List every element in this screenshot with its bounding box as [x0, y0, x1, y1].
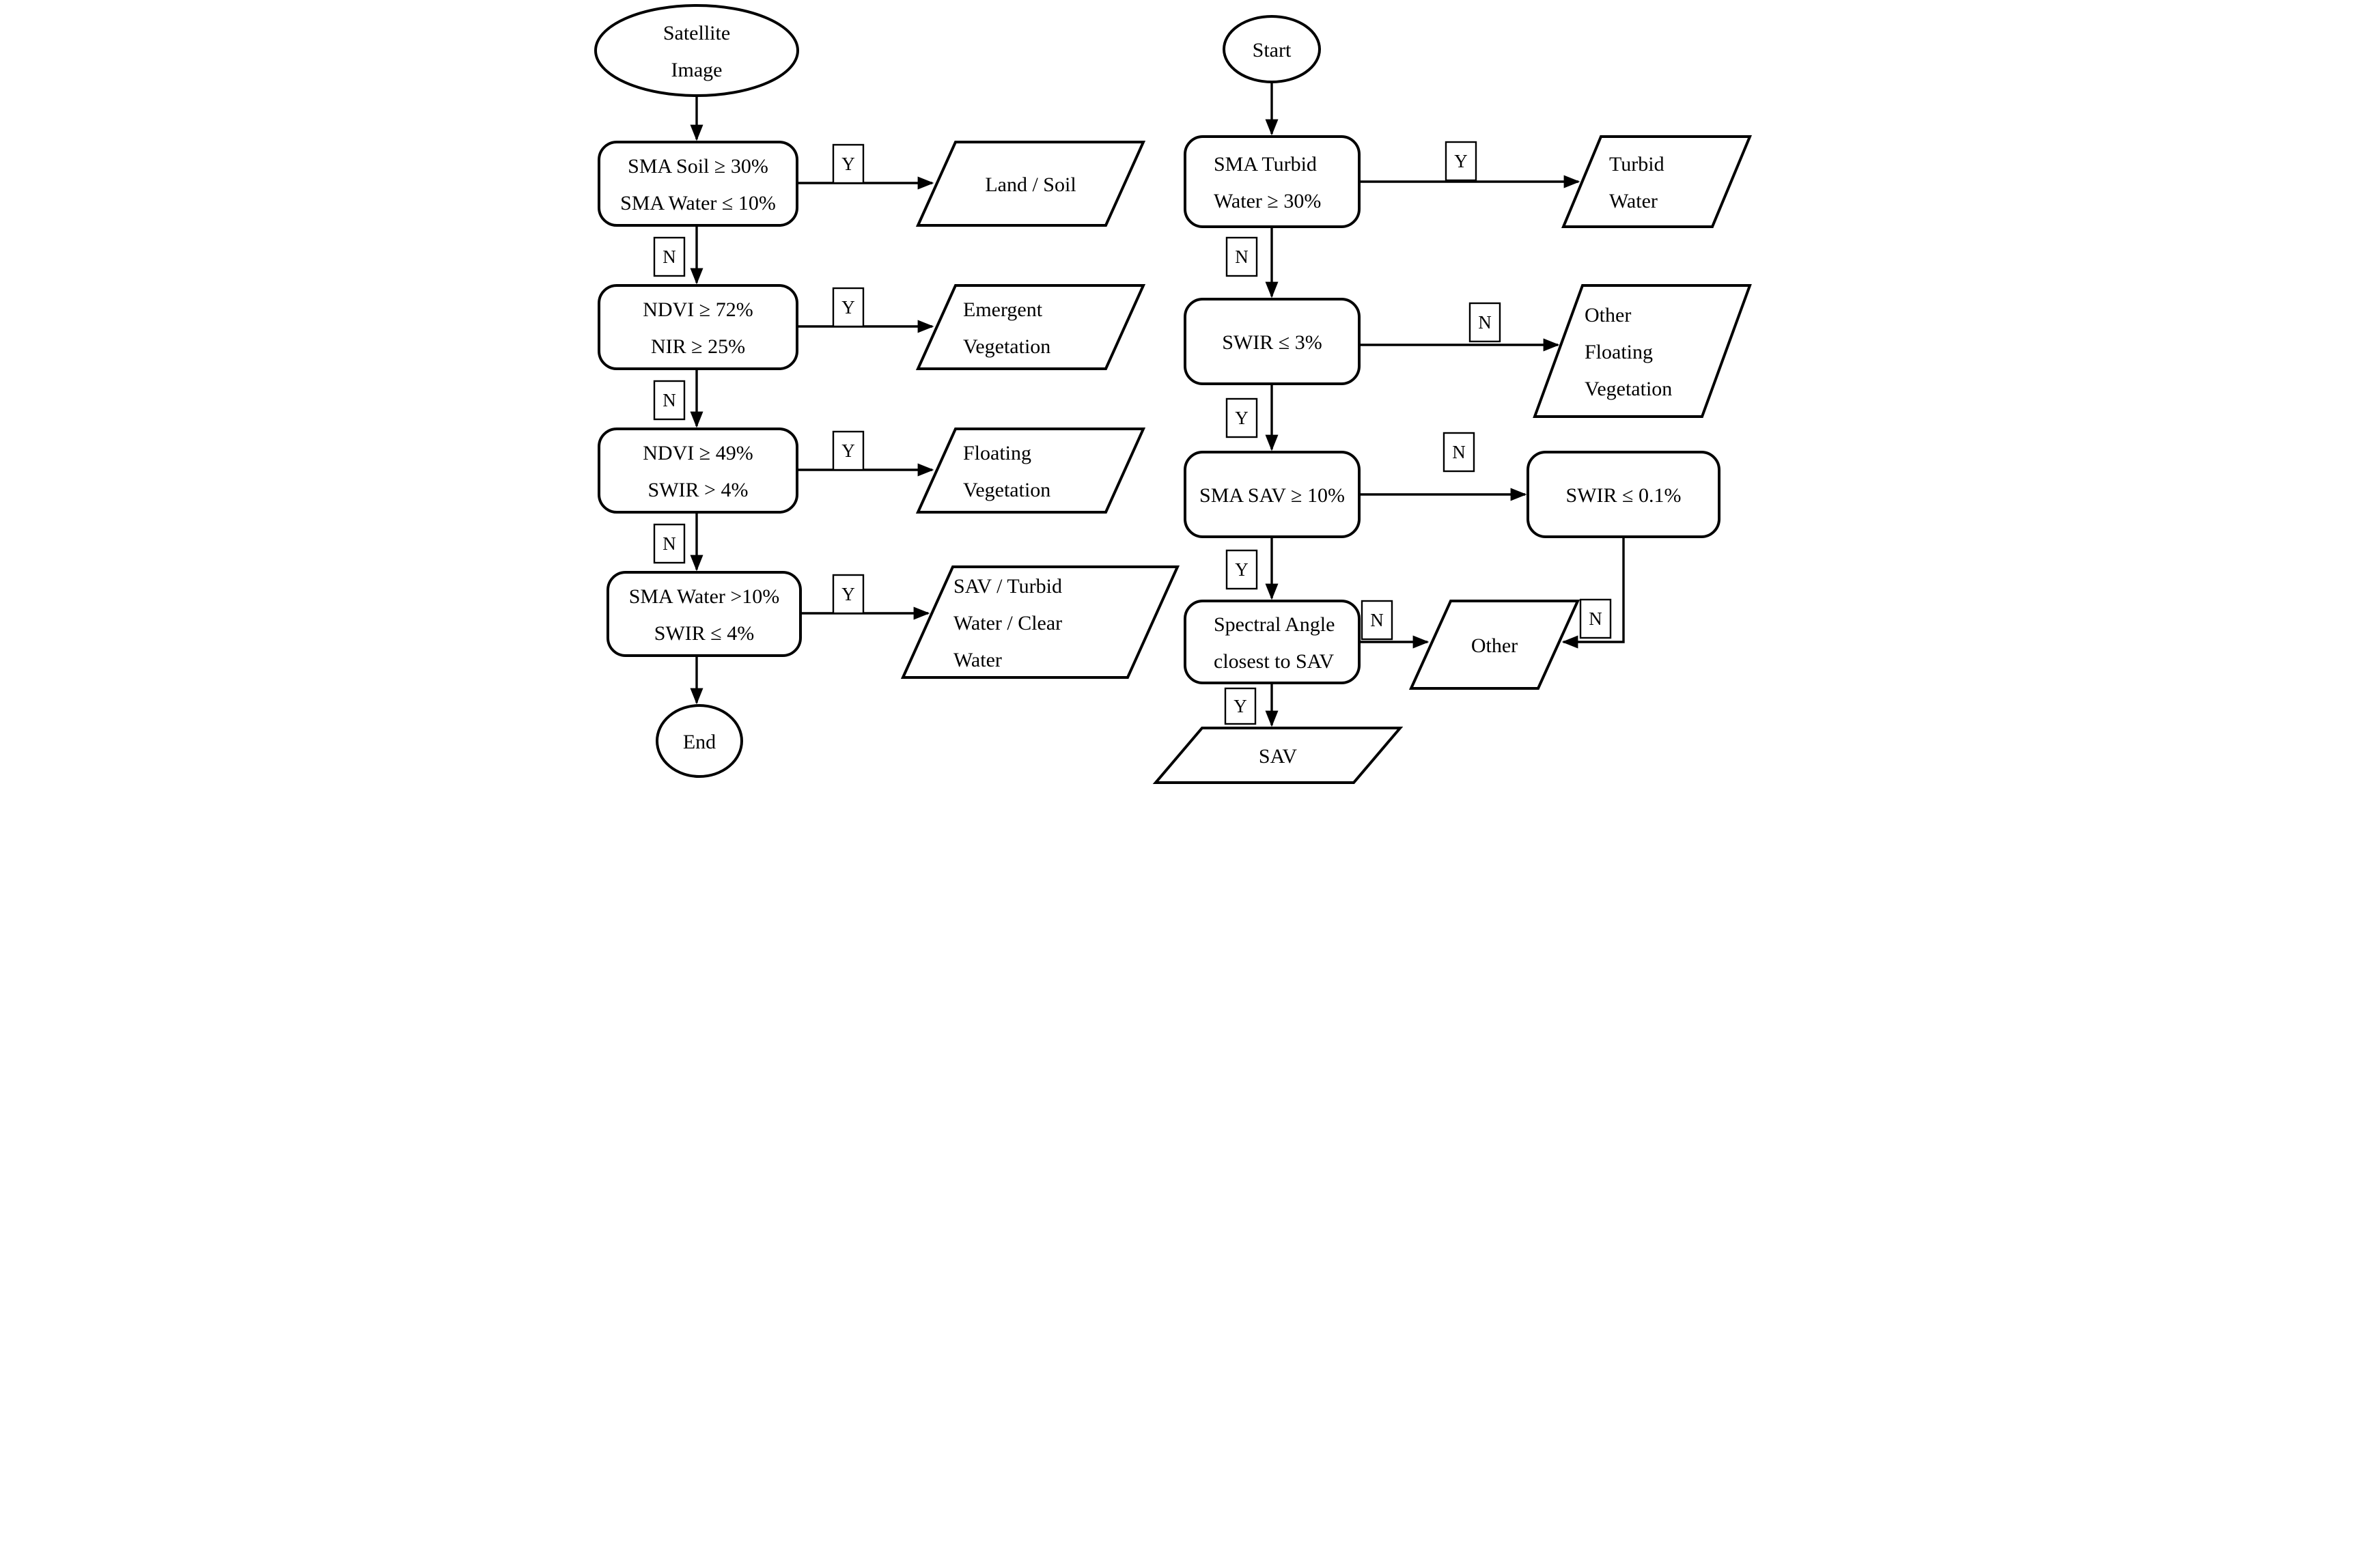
output-sav-turbid-clear-water-label: Water — [953, 649, 1002, 671]
decision-sma-sav10-label: SMA SAV ≥ 10% — [1199, 484, 1345, 507]
output-sav-label: SAV — [1259, 745, 1297, 768]
decision-ndvi72-nir25 — [598, 284, 798, 370]
output-emergent-vegetation-label: Vegetation — [963, 335, 1050, 358]
output-turbid-water-label: Turbid — [1609, 153, 1664, 176]
branch-label-no-text: N — [1452, 442, 1466, 462]
branch-label-box-no — [653, 236, 686, 277]
branch-label-yes-text: Y — [841, 584, 855, 604]
output-other-floating-vegetation-label: Vegetation — [1585, 378, 1672, 400]
branch-label-box-yes — [1225, 397, 1258, 438]
branch-label-yes-text: Y — [841, 440, 855, 461]
decision-sma-soil-water-label: SMA Soil ≥ 30% — [628, 155, 768, 178]
decision-swir3 — [1184, 298, 1361, 385]
branch-label-yes-text: Y — [1454, 151, 1468, 171]
output-sav — [1152, 727, 1404, 784]
branch-label-no-text: N — [1370, 610, 1384, 630]
terminator-satellite-image-label: Image — [671, 59, 723, 81]
decision-sma-turbid-water-label: Water ≥ 30% — [1214, 190, 1321, 212]
decision-swir01-label: SWIR ≤ 0.1% — [1566, 484, 1682, 507]
decision-ndvi49-swir4-label: SWIR > 4% — [648, 479, 749, 501]
output-land-soil — [915, 141, 1146, 227]
decision-sma-turbid-water — [1184, 135, 1361, 228]
terminator-start-label: Start — [1253, 39, 1292, 61]
output-emergent-vegetation-label: Emergent — [963, 298, 1043, 321]
output-emergent-vegetation — [915, 284, 1146, 370]
branch-label-box-yes — [1225, 549, 1258, 590]
decision-sma-sav10 — [1184, 451, 1361, 538]
decision-sma-turbid-water-label: SMA Turbid — [1214, 153, 1317, 176]
decision-sma-soil-water — [598, 141, 798, 227]
branch-label-layer: Y N Y N Y N Y Y N N Y N Y N N Y — [653, 141, 1612, 725]
branch-label-no-text: N — [1478, 312, 1492, 333]
branch-label-no-text: N — [663, 247, 676, 267]
decision-sma-water-swir4-label: SMA Water >10% — [629, 585, 780, 608]
decision-swir3-label: SWIR ≤ 3% — [1222, 331, 1322, 354]
arrow-swir01-no — [1561, 537, 1625, 649]
terminator-end — [656, 704, 743, 778]
decision-swir01 — [1527, 451, 1720, 538]
terminator-satellite-image-label: Satellite — [663, 22, 730, 44]
decision-ndvi72-nir25-label: NIR ≥ 25% — [651, 335, 745, 358]
decision-spectral-angle-sav-label: closest to SAV — [1214, 650, 1334, 673]
output-other-label: Other — [1471, 634, 1518, 657]
terminator-end-label: End — [683, 731, 716, 753]
output-floating-vegetation-label: Floating — [963, 442, 1031, 464]
branch-label-yes-text: Y — [1234, 696, 1247, 716]
output-sav-turbid-clear-water — [900, 565, 1180, 679]
branch-label-no-text: N — [663, 533, 676, 554]
branch-label-yes-text: Y — [1235, 559, 1249, 580]
decision-spectral-angle-sav — [1184, 600, 1361, 684]
output-turbid-water-label: Water — [1609, 190, 1658, 212]
terminator-start — [1223, 15, 1321, 83]
decision-ndvi49-swir4 — [598, 428, 798, 514]
decision-ndvi49-swir4-label: NDVI ≥ 49% — [643, 442, 753, 464]
output-turbid-water — [1561, 135, 1752, 228]
decision-spectral-angle-sav-label: Spectral Angle — [1214, 613, 1335, 636]
decision-sma-soil-water-label: SMA Water ≤ 10% — [620, 192, 776, 214]
branch-label-box-no — [653, 380, 686, 421]
branch-label-box-yes — [832, 574, 865, 615]
branch-label-box-no — [1579, 598, 1612, 639]
branch-label-no-text: N — [1235, 247, 1249, 267]
output-sav-turbid-clear-water-label: SAV / Turbid — [953, 575, 1062, 598]
decision-sma-water-swir4 — [607, 571, 802, 657]
output-floating-vegetation — [915, 428, 1146, 514]
branch-label-box-no — [1468, 302, 1501, 343]
output-other-floating-vegetation — [1533, 284, 1752, 418]
branch-label-yes-text: Y — [841, 297, 855, 318]
terminator-satellite-image — [594, 4, 799, 97]
edge-layer — [690, 82, 1625, 727]
branch-label-box-yes — [832, 143, 865, 184]
output-other-floating-vegetation-label: Floating — [1585, 341, 1653, 363]
branch-label-yes-text: Y — [841, 154, 855, 174]
decision-sma-water-swir4-label: SWIR ≤ 4% — [654, 622, 754, 645]
branch-label-box-yes — [1224, 687, 1257, 725]
output-sav-turbid-clear-water-label: Water / Clear — [953, 612, 1062, 634]
output-floating-vegetation-label: Vegetation — [963, 479, 1050, 501]
branch-label-box-no — [1443, 432, 1475, 473]
branch-label-box-no — [653, 523, 686, 564]
branch-label-box-yes — [832, 430, 865, 471]
output-land-soil-label: Land / Soil — [985, 173, 1076, 196]
branch-label-no-text: N — [663, 390, 676, 410]
branch-label-no-text: N — [1589, 608, 1602, 629]
branch-label-box-yes — [1445, 141, 1477, 182]
branch-label-box-yes — [832, 287, 865, 328]
output-other-floating-vegetation-label: Other — [1585, 304, 1631, 326]
decision-ndvi72-nir25-label: NDVI ≥ 72% — [643, 298, 753, 321]
branch-label-yes-text: Y — [1235, 408, 1249, 428]
branch-label-box-no — [1361, 600, 1393, 641]
output-other — [1408, 600, 1580, 690]
branch-label-box-no — [1225, 236, 1258, 277]
